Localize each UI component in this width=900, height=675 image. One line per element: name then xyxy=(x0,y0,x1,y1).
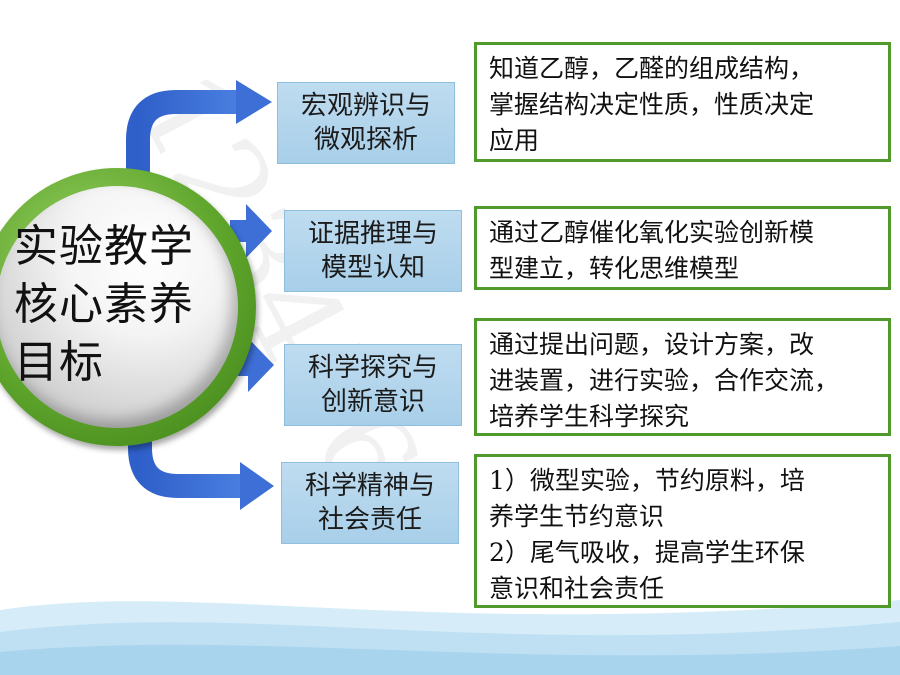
arrow-top xyxy=(126,80,272,180)
category-macro-micro: 宏观辨识与 微观探析 xyxy=(277,82,455,164)
description-line: 通过提出问题，设计方案，改 xyxy=(489,330,815,359)
description-inquiry-innovation: 通过提出问题，设计方案，改 进装置，进行实验，合作交流， 培养学生科学探究 xyxy=(474,318,891,436)
category-label: 模型认知 xyxy=(320,253,425,283)
description-spirit-responsibility: 1）微型实验，节约原料，培 养学生节约意识 2）尾气吸收，提高学生环保 意识和社… xyxy=(474,454,891,608)
category-label: 社会责任 xyxy=(317,505,422,535)
description-line: 1）微型实验，节约原料，培 xyxy=(489,466,805,495)
description-line: 应用 xyxy=(489,126,540,155)
category-spirit-responsibility: 科学精神与 社会责任 xyxy=(281,462,459,544)
description-line: 意识和社会责任 xyxy=(489,574,665,603)
arrow-bottom xyxy=(128,430,274,510)
description-line: 养学生节约意识 xyxy=(489,502,665,531)
description-line: 培养学生科学探究 xyxy=(489,402,690,431)
description-evidence-model: 通过乙醇催化氧化实验创新模 型建立，转化思维模型 xyxy=(474,206,891,290)
wave-decoration xyxy=(0,600,900,675)
description-line: 知道乙醇，乙醛的组成结构， xyxy=(489,54,815,83)
category-label: 证据推理与 xyxy=(307,219,438,249)
description-line: 进装置，进行实验，合作交流， xyxy=(489,366,840,395)
description-line: 掌握结构决定性质，性质决定 xyxy=(489,90,815,119)
center-title-line: 实验教学 xyxy=(14,221,194,272)
category-label: 创新意识 xyxy=(320,387,425,417)
center-title: 实验教学 核心素养 目标 xyxy=(14,218,234,392)
category-label: 科学探究与 xyxy=(307,353,438,383)
category-label: 宏观辨识与 xyxy=(300,91,431,121)
center-title-line: 目标 xyxy=(14,337,104,388)
category-evidence-model: 证据推理与 模型认知 xyxy=(284,210,462,292)
description-macro-micro: 知道乙醇，乙醛的组成结构， 掌握结构决定性质，性质决定 应用 xyxy=(474,42,891,162)
category-label: 微观探析 xyxy=(313,125,418,155)
center-sphere xyxy=(0,186,238,428)
category-inquiry-innovation: 科学探究与 创新意识 xyxy=(284,344,462,426)
description-line: 通过乙醇催化氧化实验创新模 xyxy=(489,218,815,247)
description-line: 型建立，转化思维模型 xyxy=(489,254,740,283)
center-title-line: 核心素养 xyxy=(14,279,194,330)
category-label: 科学精神与 xyxy=(304,471,435,501)
description-line: 2）尾气吸收，提高学生环保 xyxy=(489,538,805,567)
